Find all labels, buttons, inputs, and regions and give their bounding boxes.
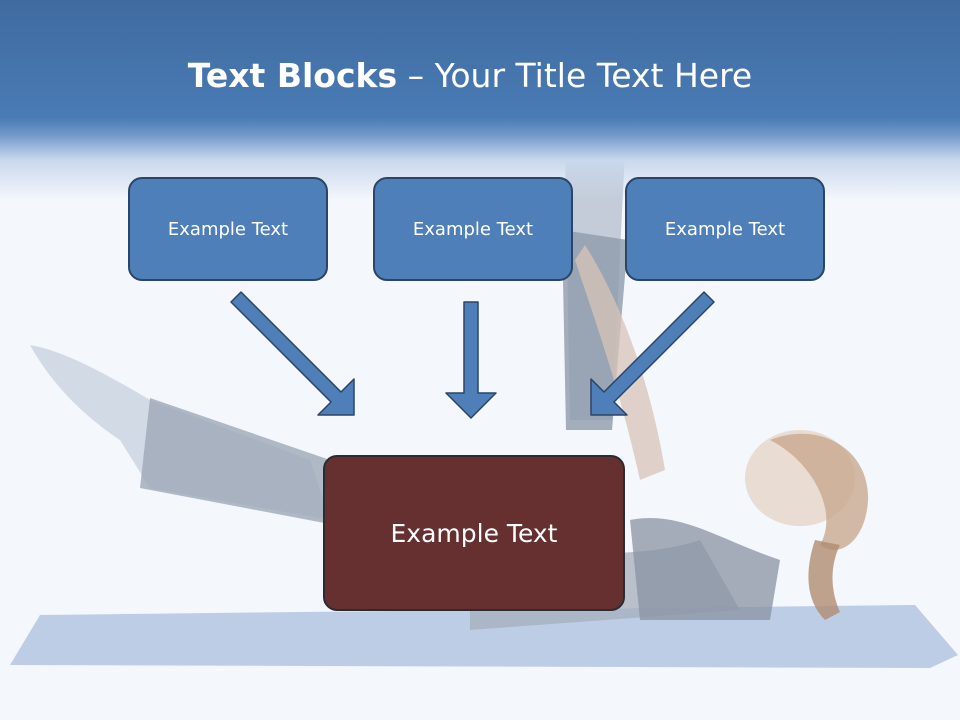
title-bold-part: Text Blocks xyxy=(187,56,398,95)
title-rest-part: – Your Title Text Here xyxy=(397,56,753,95)
text-block-left: Example Text xyxy=(128,177,328,281)
text-block-left-label: Example Text xyxy=(167,218,289,240)
text-block-bottom-label: Example Text xyxy=(390,518,558,548)
text-block-right-label: Example Text xyxy=(664,218,786,240)
text-block-center-label: Example Text xyxy=(412,218,534,240)
slide-title: Text Blocks – Your Title Text Here xyxy=(0,56,940,96)
text-block-bottom: Example Text xyxy=(323,455,625,611)
text-block-right: Example Text xyxy=(625,177,825,281)
text-block-center: Example Text xyxy=(373,177,573,281)
title-banner xyxy=(0,0,960,200)
